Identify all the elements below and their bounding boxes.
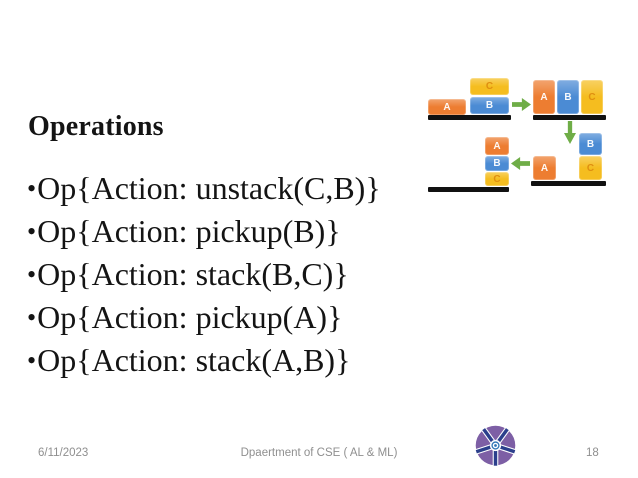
page-number: 18 (586, 447, 599, 459)
bullet-list: •Op{Action: unstack(C,B)} •Op{Action: pi… (27, 167, 381, 382)
bullet-item: •Op{Action: unstack(C,B)} (27, 167, 381, 210)
block-label: C (588, 91, 596, 103)
page-title: Operations (28, 111, 164, 142)
block-c: C (581, 80, 603, 114)
block-b: B (579, 133, 602, 155)
bullet-text: Op{Action: stack(B,C)} (37, 256, 349, 292)
block-label: C (586, 162, 595, 174)
bullet-item: •Op{Action: stack(B,C)} (27, 253, 381, 296)
block-label: B (485, 100, 494, 111)
arrow-down-icon (564, 121, 576, 144)
block-a: A (428, 99, 466, 115)
block-c: C (470, 78, 509, 95)
block-label: A (493, 140, 501, 152)
block-label: A (540, 162, 549, 174)
block-a: A (533, 156, 556, 180)
block-a: A (533, 80, 555, 114)
arrow-left-icon (511, 157, 530, 170)
bullet-marker: • (27, 217, 37, 246)
footer-department: Dpaertment of CSE ( AL & ML) (240, 447, 398, 459)
block-label: B (493, 158, 501, 169)
block-c: C (485, 172, 509, 186)
bullet-marker: • (27, 260, 37, 289)
block-label: B (564, 91, 572, 103)
block-label: C (485, 81, 494, 92)
bullet-text: Op{Action: pickup(B)} (37, 213, 341, 249)
bullet-marker: • (27, 174, 37, 203)
bullet-marker: • (27, 346, 37, 375)
block-label: A (443, 101, 451, 113)
table-line (428, 187, 509, 192)
arrow-right-icon (512, 98, 531, 111)
block-b: B (557, 80, 579, 114)
bullet-text: Op{Action: unstack(C,B)} (37, 170, 381, 206)
bullet-item: •Op{Action: pickup(B)} (27, 210, 381, 253)
table-line (531, 181, 606, 186)
bullet-marker: • (27, 303, 37, 332)
bullet-item: •Op{Action: pickup(A)} (27, 296, 381, 339)
block-b: B (485, 156, 509, 171)
bullet-text: Op{Action: pickup(A)} (37, 299, 343, 335)
bullet-item: •Op{Action: stack(A,B)} (27, 339, 381, 382)
bullet-text: Op{Action: stack(A,B)} (37, 342, 351, 378)
footer-date: 6/11/2023 (38, 447, 89, 459)
block-c: C (579, 156, 602, 180)
table-line (428, 115, 511, 120)
block-label: C (493, 173, 501, 185)
table-line (533, 115, 606, 120)
block-label: A (540, 91, 548, 103)
block-label: B (586, 138, 595, 150)
block-a: A (485, 137, 509, 155)
college-logo-icon (475, 425, 516, 466)
block-b: B (470, 97, 509, 114)
